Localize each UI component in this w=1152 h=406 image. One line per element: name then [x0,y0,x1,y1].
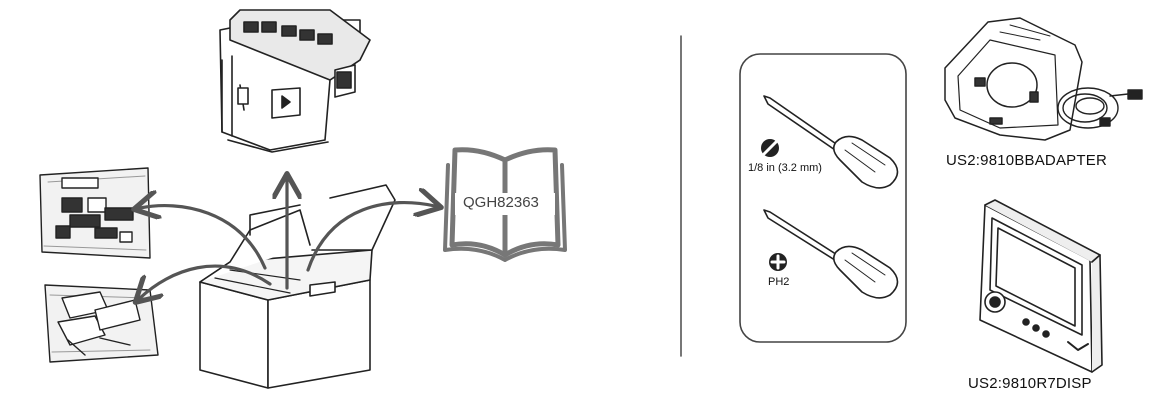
manual-code: QGH82363 [463,194,539,211]
slotted-screwdriver-icon [763,95,899,189]
phillips-head-icon [769,253,787,271]
slotted-head-icon [761,139,779,157]
unpack-arrows [140,180,435,298]
display-part-number: US2:9810R7DISP [968,375,1092,392]
backplate-adapter-icon [944,17,1083,141]
shipping-box-icon [199,184,396,389]
manual-book-icon [443,147,567,262]
adapter-part-number: US2:9810BBADAPTER [946,152,1107,169]
remote-display-icon [979,199,1103,373]
slotted-size-label: 1/8 in (3.2 mm) [748,162,822,174]
bracket-bag-icon [44,284,159,363]
controller-unit-icon [219,9,371,153]
phillips-size-label: PH2 [768,276,790,288]
adapter-cable-icon [1057,87,1143,129]
connector-bag-icon [39,167,151,259]
phillips-screwdriver-icon [763,209,899,299]
